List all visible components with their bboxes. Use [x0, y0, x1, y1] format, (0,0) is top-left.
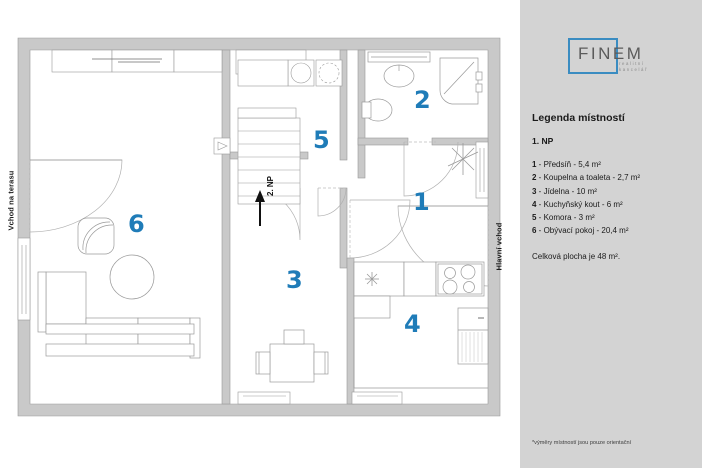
disclaimer-note: *výměry místností jsou pouze orientační — [532, 440, 632, 446]
logo-frame-icon — [568, 38, 618, 74]
legend-item-text: - Předsíň - 5,4 m² — [536, 160, 601, 169]
legend-item-text: - Jídelna - 10 m² — [536, 186, 597, 196]
wall-device — [213, 137, 231, 155]
legend-sidebar: FINEM realitní kancelář Legenda místnost… — [520, 0, 702, 468]
floorplan-canvas: Vchod na terasu Hlavní vchod 2. NP 1 2 3… — [6, 37, 504, 417]
legend-item-text: - Koupelna a toaleta - 2,7 m² — [536, 173, 641, 183]
bathroom-fixtures — [361, 51, 483, 122]
staircase — [237, 117, 301, 205]
legend-item-number: 5 — [532, 213, 537, 223]
stair-direction-arrow — [255, 190, 265, 226]
floor-label: 1. NP — [532, 136, 554, 146]
legend-item-text: - Kuchyňský kout - 6 m² — [536, 199, 623, 209]
room-number-2: 2 — [414, 86, 431, 114]
legend-item: 4 - Kuchyňský kout - 6 m² — [532, 198, 700, 211]
legend-item-text: - Obývací pokoj - 20,4 m² — [536, 226, 629, 236]
interior-walls — [221, 49, 489, 405]
logo-wordmark: FINEM — [578, 44, 644, 63]
room-number-6: 6 — [128, 210, 145, 238]
utility-appliances — [237, 59, 343, 119]
hall-fixture — [447, 143, 479, 175]
main-entrance-label: Hlavní vchod — [494, 222, 504, 271]
legend-item: 6 - Obývací pokoj - 20,4 m² — [532, 224, 700, 237]
finem-logo: FINEM realitní kancelář — [568, 38, 660, 80]
legend-item-number: 4 — [532, 199, 537, 209]
living-room-furniture — [37, 217, 201, 359]
logo-tagline-line2: kancelář — [619, 67, 649, 72]
terrace-entrance-label: Vchod na terasu — [6, 170, 16, 231]
legend-item-number: 3 — [532, 186, 537, 196]
legend-title: Legenda místností — [532, 112, 625, 124]
room-number-5: 5 — [313, 126, 330, 154]
logo-tagline-line1: realitní — [619, 61, 645, 66]
legend-item-number: 1 — [532, 160, 537, 169]
floorplan-drawing — [17, 37, 501, 417]
legend-item: 1 - Předsíň - 5,4 m² — [532, 158, 700, 171]
room-number-4: 4 — [404, 310, 421, 338]
room-number-3: 3 — [286, 266, 303, 294]
legend-item: 5 - Komora - 3 m² — [532, 211, 700, 224]
room-number-1: 1 — [413, 188, 430, 216]
dining-set — [255, 329, 329, 383]
total-area-text: Celková plocha je 48 m². — [532, 252, 621, 261]
legend-item-number: 2 — [532, 173, 537, 183]
kitchen-units — [353, 261, 489, 389]
upper-floor-arrow-label: 2. NP — [266, 175, 275, 196]
legend-item: 3 - Jídelna - 10 m² — [532, 185, 700, 198]
legend-item-text: - Komora - 3 m² — [536, 213, 595, 223]
legend-item-number: 6 — [532, 226, 537, 236]
legend-item: 2 - Koupelna a toaleta - 2,7 m² — [532, 171, 700, 184]
